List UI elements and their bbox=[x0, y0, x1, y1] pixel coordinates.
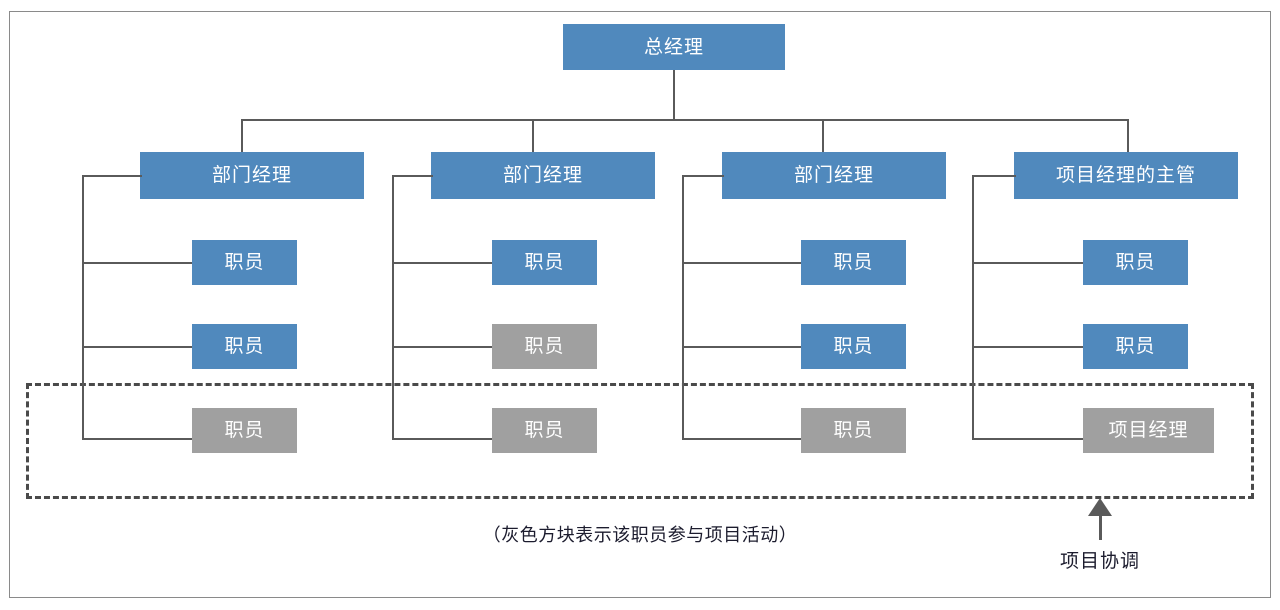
connector-branch-col-2-report-2 bbox=[392, 346, 492, 348]
node-staff-col-3-row-1-label: 职员 bbox=[833, 252, 874, 273]
node-general-manager-label: 总经理 bbox=[643, 36, 704, 58]
node-staff-col-3-row-2[interactable]: 职员 bbox=[801, 324, 906, 369]
connector-branch-col-4-report-3 bbox=[972, 438, 1084, 440]
connector-drop-col-4 bbox=[1127, 119, 1129, 176]
node-staff-col-2-row-2[interactable]: 职员 bbox=[492, 324, 597, 369]
node-staff-col-1-row-1[interactable]: 职员 bbox=[192, 240, 297, 285]
node-staff-col-1-row-1-label: 职员 bbox=[224, 252, 265, 273]
node-staff-col-1-row-2-label: 职员 bbox=[224, 336, 265, 357]
connector-branch-col-1-report-1 bbox=[82, 262, 192, 264]
annotation-project-coordination: 项目协调 bbox=[1059, 551, 1140, 572]
node-staff-col-3-row-3-label: 职员 bbox=[833, 420, 874, 441]
node-staff-col-2-row-2-label: 职员 bbox=[524, 336, 565, 357]
connector-branch-col-4-manager bbox=[972, 175, 1016, 177]
legend-caption: （灰色方块表示该职员参与项目活动） bbox=[482, 525, 798, 545]
connector-branch-col-2-report-1 bbox=[392, 262, 492, 264]
connector-branch-col-1-manager bbox=[82, 175, 142, 177]
connector-trunk-col-4 bbox=[972, 175, 974, 440]
node-staff-col-1-row-2[interactable]: 职员 bbox=[192, 324, 297, 369]
connector-drop-col-2 bbox=[532, 119, 534, 176]
connector-branch-col-3-report-3 bbox=[682, 438, 802, 440]
connector-branch-col-4-report-1 bbox=[972, 262, 1084, 264]
up-arrow-icon bbox=[1088, 498, 1112, 516]
connector-branch-col-3-report-2 bbox=[682, 346, 802, 348]
node-staff-col-2-row-3[interactable]: 职员 bbox=[492, 408, 597, 453]
node-staff-col-4-row-2[interactable]: 职员 bbox=[1083, 324, 1188, 369]
project-scope-dashed-region bbox=[26, 383, 1254, 499]
connector-trunk-col-2 bbox=[392, 175, 394, 440]
node-general-manager[interactable]: 总经理 bbox=[563, 24, 785, 70]
connector-branch-col-2-manager bbox=[392, 175, 433, 177]
connector-drop-col-3 bbox=[822, 119, 824, 176]
node-department-manager-1-label: 部门经理 bbox=[211, 165, 292, 186]
node-project-manager-supervisor-label: 项目经理的主管 bbox=[1055, 165, 1196, 186]
connector-trunk-col-1 bbox=[82, 175, 84, 440]
connector-branch-col-1-report-3 bbox=[82, 438, 192, 440]
annotation-arrow-shaft bbox=[1099, 512, 1102, 540]
connector-branch-col-3-manager bbox=[682, 175, 724, 177]
connector-trunk-col-3 bbox=[682, 175, 684, 440]
node-staff-col-2-row-3-label: 职员 bbox=[524, 420, 565, 441]
node-staff-col-3-row-2-label: 职员 bbox=[833, 336, 874, 357]
node-project-manager[interactable]: 项目经理 bbox=[1083, 408, 1214, 453]
node-staff-col-1-row-3-label: 职员 bbox=[224, 420, 265, 441]
node-department-manager-2-label: 部门经理 bbox=[502, 165, 583, 186]
connector-branch-col-4-report-2 bbox=[972, 346, 1084, 348]
node-department-manager-3[interactable]: 部门经理 bbox=[722, 152, 946, 199]
node-staff-col-3-row-3[interactable]: 职员 bbox=[801, 408, 906, 453]
node-staff-col-2-row-1[interactable]: 职员 bbox=[492, 240, 597, 285]
node-staff-col-1-row-3[interactable]: 职员 bbox=[192, 408, 297, 453]
node-department-manager-1[interactable]: 部门经理 bbox=[140, 152, 364, 199]
connector-branch-col-1-report-2 bbox=[82, 346, 192, 348]
node-staff-col-2-row-1-label: 职员 bbox=[524, 252, 565, 273]
connector-branch-col-2-report-3 bbox=[392, 438, 492, 440]
node-department-manager-3-label: 部门经理 bbox=[793, 165, 874, 186]
connector-top-bus bbox=[241, 119, 1129, 121]
node-department-manager-2[interactable]: 部门经理 bbox=[431, 152, 655, 199]
connector-top-stem bbox=[673, 70, 675, 120]
node-project-manager-supervisor[interactable]: 项目经理的主管 bbox=[1014, 152, 1238, 199]
connector-branch-col-3-report-1 bbox=[682, 262, 802, 264]
node-staff-col-4-row-2-label: 职员 bbox=[1115, 336, 1156, 357]
node-project-manager-label: 项目经理 bbox=[1108, 420, 1189, 441]
node-staff-col-4-row-1[interactable]: 职员 bbox=[1083, 240, 1188, 285]
diagram-frame bbox=[9, 11, 1271, 598]
node-staff-col-4-row-1-label: 职员 bbox=[1115, 252, 1156, 273]
connector-drop-col-1 bbox=[241, 119, 243, 176]
node-staff-col-3-row-1[interactable]: 职员 bbox=[801, 240, 906, 285]
